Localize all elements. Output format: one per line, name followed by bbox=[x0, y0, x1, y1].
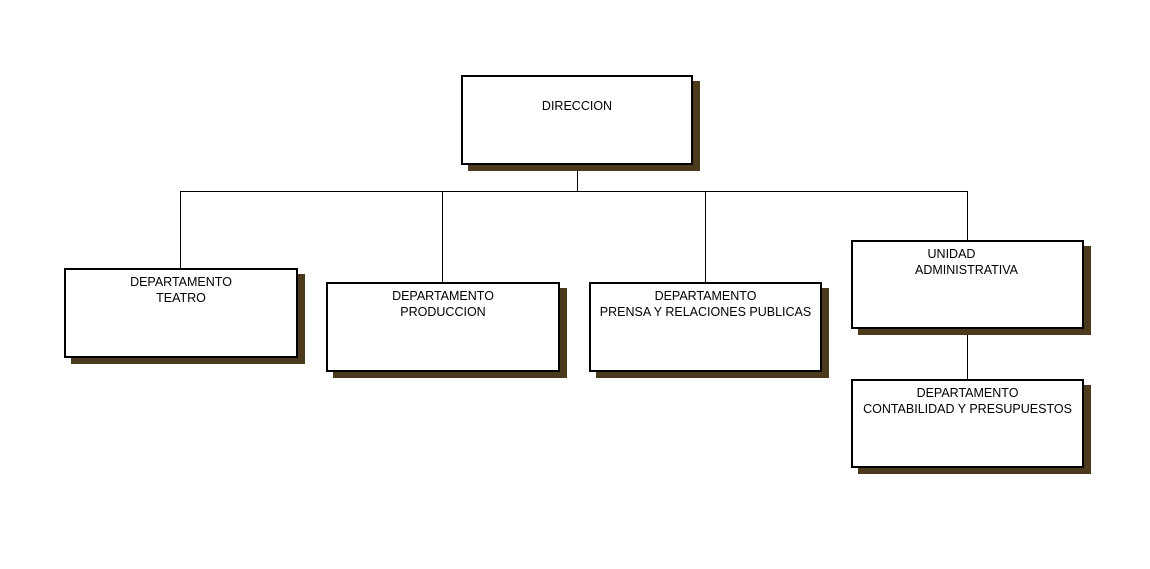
connector-main-horizontal bbox=[180, 191, 968, 192]
node-produccion-label-1: DEPARTAMENTO bbox=[392, 289, 494, 303]
node-departamento-teatro: DEPARTAMENTO TEATRO bbox=[64, 268, 298, 358]
node-teatro-label-2: TEATRO bbox=[156, 291, 206, 305]
node-direccion: DIRECCION bbox=[461, 75, 693, 165]
connector-to-unidad-administrativa bbox=[967, 191, 968, 241]
node-unidad-label-1: UNIDAD bbox=[927, 247, 976, 261]
node-unidad-label-2: ADMINISTRATIVA bbox=[914, 263, 1018, 277]
node-departamento-prensa: DEPARTAMENTO PRENSA Y RELACIONES PUBLICA… bbox=[589, 282, 822, 372]
node-departamento-contabilidad: DEPARTAMENTO CONTABILIDAD Y PRESUPUESTOS bbox=[851, 379, 1084, 468]
connector-unidad-to-contabilidad bbox=[967, 328, 968, 380]
node-produccion-label-2: PRODUCCION bbox=[400, 305, 486, 319]
node-direccion-label: DIRECCION bbox=[541, 99, 613, 113]
node-prensa-label-2: PRENSA Y RELACIONES PUBLICAS bbox=[599, 305, 812, 319]
node-contabilidad-label-1: DEPARTAMENTO bbox=[916, 386, 1019, 400]
connector-direccion-down bbox=[577, 165, 578, 192]
node-teatro-label-1: DEPARTAMENTO bbox=[130, 275, 232, 289]
node-departamento-produccion: DEPARTAMENTO PRODUCCION bbox=[326, 282, 560, 372]
node-unidad-administrativa: UNIDAD ADMINISTRATIVA bbox=[851, 240, 1084, 329]
connector-to-prensa bbox=[705, 191, 706, 283]
connector-to-produccion bbox=[442, 191, 443, 283]
node-contabilidad-label-2: CONTABILIDAD Y PRESUPUESTOS bbox=[863, 402, 1072, 416]
node-prensa-label-1: DEPARTAMENTO bbox=[654, 289, 757, 303]
connector-to-teatro bbox=[180, 191, 181, 269]
